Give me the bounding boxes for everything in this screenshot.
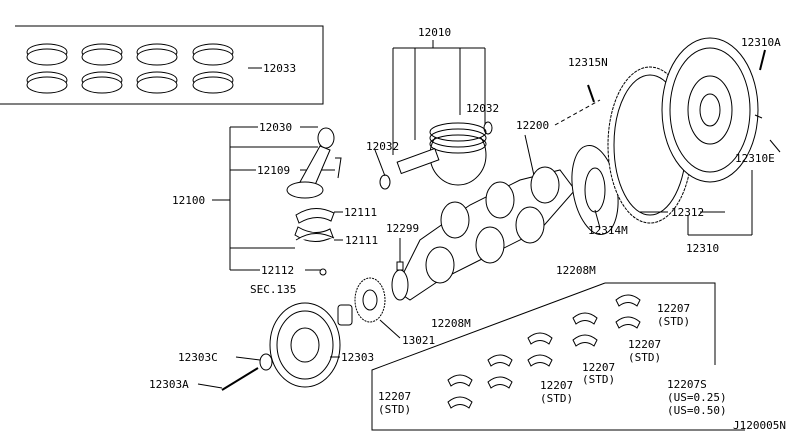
- label-12111-lower[interactable]: 12111: [345, 234, 378, 247]
- label-us-025: (US=0.25): [667, 391, 727, 404]
- label-12310A[interactable]: 12310A: [741, 36, 781, 49]
- piston-ring: [136, 48, 178, 66]
- signal-plate[interactable]: [554, 99, 624, 238]
- label-12303C[interactable]: 12303C: [178, 351, 218, 364]
- label-std-2: (STD): [628, 351, 661, 364]
- sprocket[interactable]: [354, 277, 401, 339]
- piston[interactable]: [374, 40, 493, 190]
- piston-ring: [136, 76, 178, 94]
- label-12030[interactable]: 12030: [259, 121, 292, 134]
- label-12315N[interactable]: 12315N: [568, 56, 608, 69]
- label-12033[interactable]: 12033: [263, 62, 296, 75]
- label-12310[interactable]: 12310: [686, 242, 719, 255]
- main-bearing-shell: [572, 334, 598, 347]
- label-std-1: (STD): [657, 315, 690, 328]
- label-12032-left[interactable]: 12032: [366, 140, 399, 153]
- main-bearing-shell: [447, 396, 473, 409]
- label-12010[interactable]: 12010: [418, 26, 451, 39]
- label-12208M-upper[interactable]: 12208M: [556, 264, 596, 277]
- piston-ring: [26, 76, 68, 94]
- piston-ring-set[interactable]: [0, 25, 324, 105]
- label-12200[interactable]: 12200: [516, 119, 549, 132]
- label-12207S[interactable]: 12207S: [667, 378, 707, 391]
- main-bearing-set[interactable]: [371, 282, 745, 431]
- label-12207-5[interactable]: 12207: [378, 390, 411, 403]
- main-bearing-shell: [615, 316, 641, 329]
- main-bearing-shell: [572, 312, 598, 325]
- label-12310E[interactable]: 12310E: [735, 152, 775, 165]
- key[interactable]: [337, 304, 353, 326]
- main-bearing-shell: [527, 332, 553, 345]
- label-std-5: (STD): [378, 403, 411, 416]
- crank-pulley[interactable]: [197, 302, 341, 391]
- main-bearing-shell: [447, 374, 473, 387]
- label-12207-2[interactable]: 12207: [628, 338, 661, 351]
- main-bearing-shell: [487, 376, 513, 389]
- label-12314M[interactable]: 12314M: [588, 224, 628, 237]
- part-labels: 12033 12010 12032 12032 12315N 12310A 12…: [149, 26, 786, 432]
- main-bearing-shell: [527, 354, 553, 367]
- label-12112[interactable]: 12112: [261, 264, 294, 277]
- label-12207-4[interactable]: 12207: [540, 379, 573, 392]
- label-std-4: (STD): [540, 392, 573, 405]
- label-12208M-lower[interactable]: 12208M: [431, 317, 471, 330]
- main-bearing-shell: [487, 354, 513, 367]
- label-13021[interactable]: 13021: [402, 334, 435, 347]
- label-12303A[interactable]: 12303A: [149, 378, 189, 391]
- label-12303[interactable]: 12303: [341, 351, 374, 364]
- label-12109[interactable]: 12109: [257, 164, 290, 177]
- main-bearing-shell: [615, 294, 641, 307]
- flywheel-assembly[interactable]: [587, 37, 781, 236]
- piston-ring: [26, 48, 68, 66]
- piston-ring: [192, 48, 234, 66]
- label-12111-upper[interactable]: 12111: [344, 206, 377, 219]
- label-12299[interactable]: 12299: [386, 222, 419, 235]
- diagram-code: J120005N: [733, 419, 786, 432]
- connecting-rod[interactable]: [212, 126, 343, 276]
- label-std-3: (STD): [582, 373, 615, 386]
- label-12312[interactable]: 12312: [671, 206, 704, 219]
- piston-ring: [81, 76, 123, 94]
- label-12100[interactable]: 12100: [172, 194, 205, 207]
- piston-ring: [81, 48, 123, 66]
- piston-ring: [192, 76, 234, 94]
- label-12207-1[interactable]: 12207: [657, 302, 690, 315]
- label-sec-135[interactable]: SEC.135: [250, 283, 296, 296]
- label-us-050: (US=0.50): [667, 404, 727, 417]
- label-12207-3[interactable]: 12207: [582, 361, 615, 374]
- label-12032-right[interactable]: 12032: [466, 102, 499, 115]
